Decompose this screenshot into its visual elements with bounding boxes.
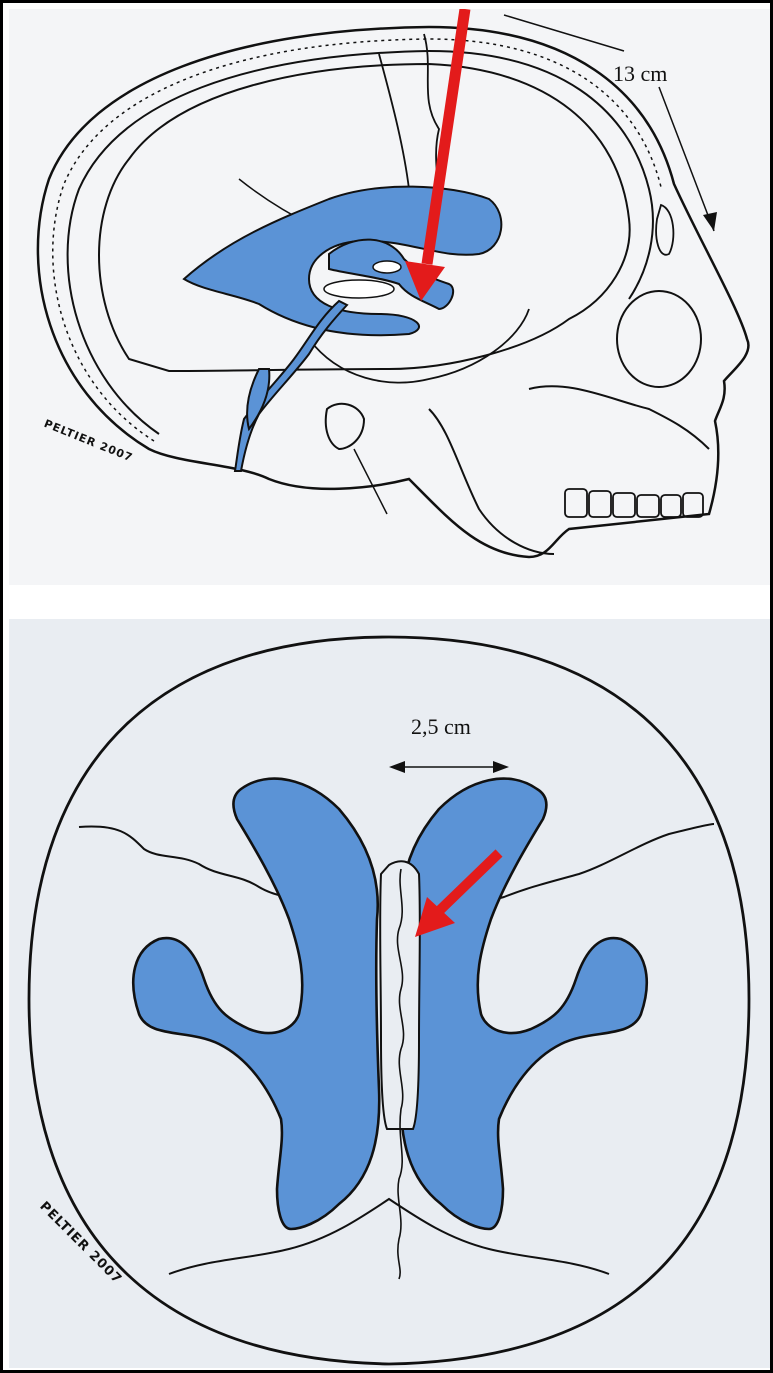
panel-divider bbox=[3, 585, 770, 619]
measure-line-13cm bbox=[504, 15, 624, 51]
sulcus-line bbox=[379, 54, 409, 189]
styloid bbox=[354, 449, 387, 514]
lambdoid-suture bbox=[169, 1199, 609, 1274]
zygoma bbox=[529, 386, 709, 449]
lateral-view-panel: 13 cm PELTIER 2007 bbox=[9, 9, 770, 585]
teeth bbox=[565, 489, 703, 517]
frontal-sinus bbox=[656, 205, 673, 255]
lateral-ventricle-system bbox=[184, 187, 501, 471]
fourth-ventricle bbox=[247, 369, 269, 429]
orbit bbox=[617, 291, 701, 387]
width-label: 2,5 cm bbox=[411, 714, 471, 740]
lateral-skull-drawing bbox=[9, 9, 770, 585]
distance-label: 13 cm bbox=[613, 61, 667, 87]
mandible bbox=[429, 409, 554, 554]
measure-arrowhead-left bbox=[389, 761, 405, 773]
axial-view-panel: 2,5 cm PELTIER 2007 bbox=[9, 619, 770, 1368]
measure-arrowhead-13cm bbox=[703, 212, 717, 231]
right-lateral-ventricle bbox=[401, 779, 647, 1229]
ear-canal bbox=[326, 404, 364, 449]
interventricular-foramen bbox=[373, 261, 401, 273]
axial-skull-drawing bbox=[9, 619, 770, 1368]
interthalamic-adhesion bbox=[324, 280, 394, 298]
measure-arrowhead-right bbox=[493, 761, 509, 773]
left-lateral-ventricle bbox=[133, 779, 379, 1229]
